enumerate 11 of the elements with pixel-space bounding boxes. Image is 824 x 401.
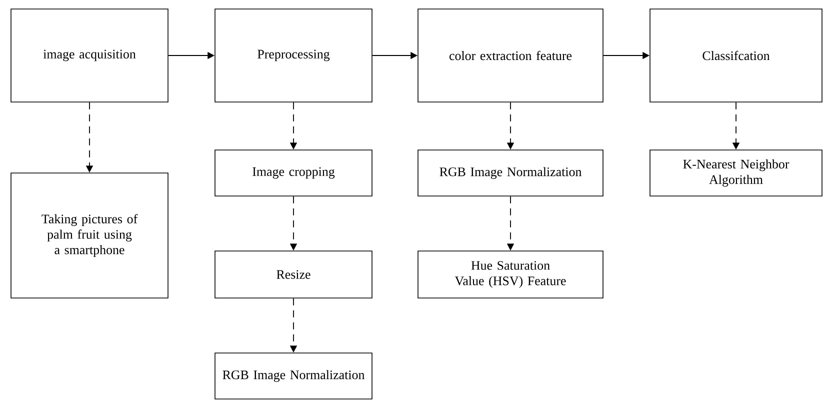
process-box: Taking pictures of palm fruit using a smartphone: [10, 172, 168, 298]
process-box: RGB Image Normalization: [418, 150, 604, 196]
process-box: color extraction feature: [418, 8, 604, 102]
process-box: Preprocessing: [214, 8, 372, 102]
process-box: RGB Image Normalization: [214, 352, 372, 400]
process-box: Resize: [214, 250, 372, 298]
process-box: Image cropping: [214, 150, 372, 196]
process-box: image acquisition: [10, 8, 168, 102]
process-box: K-Nearest Neighbor Algorithm: [650, 150, 822, 196]
process-box: Classifcation: [650, 8, 822, 102]
process-box: Hue Saturation Value (HSV) Feature: [418, 250, 604, 298]
